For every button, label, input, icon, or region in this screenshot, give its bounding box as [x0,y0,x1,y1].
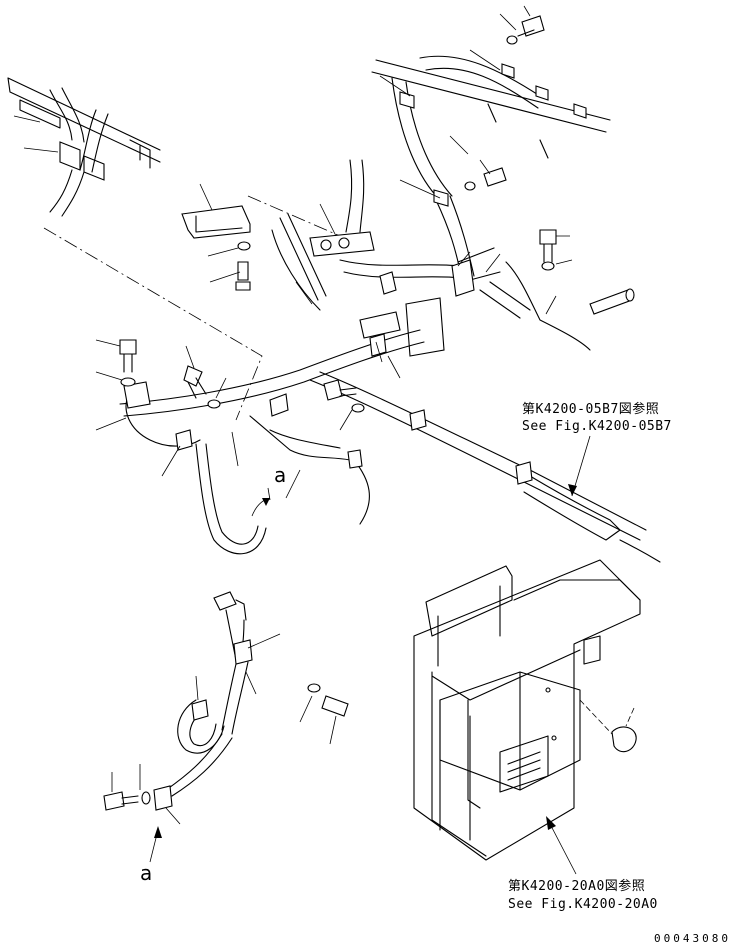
left-bracket [181,205,251,291]
callout-a-upper: a [274,463,286,487]
leader-lines [95,135,557,499]
drawing-code: 00043080 [654,932,731,945]
left-hardware [119,339,365,413]
reference-2-jp: 第K4200-20A0図参照 [508,878,645,894]
central-junction [271,159,635,357]
main-harness [119,311,661,563]
callout-a-lower: a [140,861,152,885]
reference-arrows [546,435,591,875]
callout-arrowhead-lower [154,826,162,838]
reference-1-en: See Fig.K4200-05B7 [522,419,672,434]
lower-left-cables [123,381,370,555]
bolt-group-upper [464,5,573,271]
reference-2-en: See Fig.K4200-20A0 [508,897,658,912]
reference-1-jp: 第K4200-05B7図参照 [522,401,659,417]
callout-arrowhead-upper [262,498,270,506]
upper-right-harness [371,49,611,281]
upper-left-bracket [7,77,161,217]
control-box [413,559,641,861]
ground-strap [103,591,349,825]
